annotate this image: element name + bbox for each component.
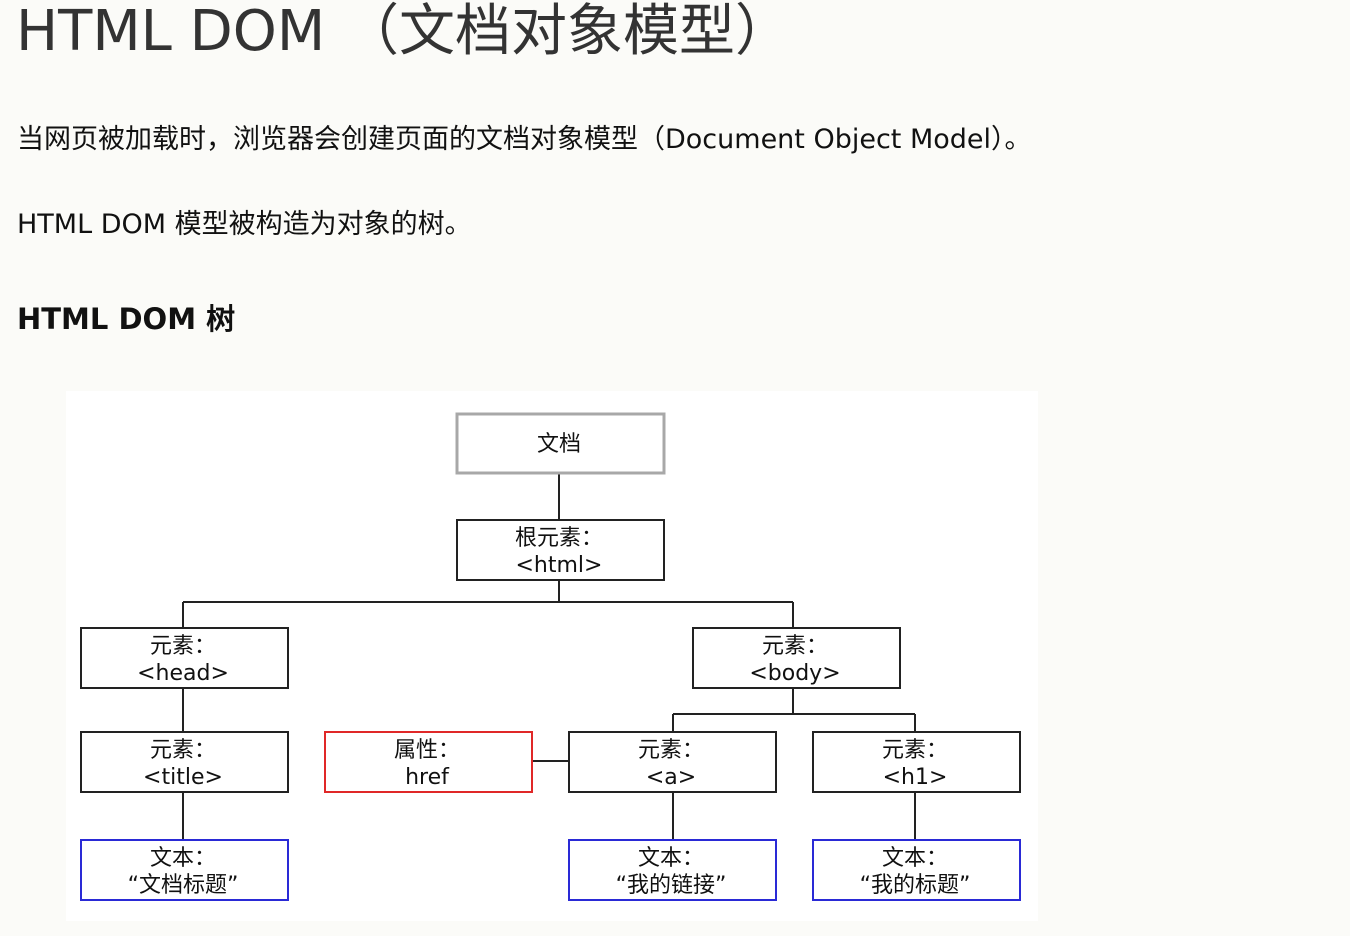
node-text-link: 文本： “我的链接”	[568, 839, 777, 901]
node-text-heading-line1: 文本：	[882, 846, 948, 871]
node-head-line2: <head>	[137, 661, 229, 686]
node-body-line2: <body>	[749, 661, 840, 686]
tree-description-paragraph: HTML DOM 模型被构造为对象的树。	[17, 209, 472, 240]
section-heading: HTML DOM 树	[17, 302, 236, 336]
node-a-line2: <a>	[646, 765, 696, 790]
node-text-title-line1: 文本：	[150, 846, 216, 871]
node-text-link-line2: “我的链接”	[616, 873, 727, 898]
intro-paragraph: 当网页被加载时，浏览器会创建页面的文档对象模型（Document Object …	[17, 124, 1032, 155]
node-text-heading: 文本： “我的标题”	[812, 839, 1021, 901]
node-document: 文档	[455, 412, 666, 475]
node-attribute-href: 属性： href	[324, 731, 533, 793]
dom-tree-svg: 文档 根元素： <html> 元素： <head> 元素： <body> 元素：…	[80, 412, 1021, 901]
node-attribute-line1: 属性：	[394, 738, 460, 763]
node-text-heading-line2: “我的标题”	[860, 873, 971, 898]
node-root-line2: <html>	[516, 553, 603, 578]
node-h1-line1: 元素：	[882, 738, 948, 763]
node-title-line1: 元素：	[150, 738, 216, 763]
node-a: 元素： <a>	[568, 731, 777, 793]
node-root-line1: 根元素：	[515, 526, 603, 551]
node-title: 元素： <title>	[80, 731, 289, 793]
node-a-line1: 元素：	[638, 738, 704, 763]
node-h1: 元素： <h1>	[812, 731, 1021, 793]
node-head: 元素： <head>	[80, 627, 289, 689]
node-text-link-line1: 文本：	[638, 846, 704, 871]
tree-connectors	[182, 473, 916, 840]
node-text-title-line2: “文档标题”	[128, 873, 239, 898]
node-head-line1: 元素：	[150, 634, 216, 659]
node-h1-line2: <h1>	[883, 765, 948, 790]
node-body: 元素： <body>	[692, 627, 901, 689]
dom-tree-diagram: 文档 根元素： <html> 元素： <head> 元素： <body> 元素：…	[66, 391, 1038, 921]
node-body-line1: 元素：	[762, 634, 828, 659]
node-document-label: 文档	[537, 432, 581, 457]
page-title: HTML DOM （文档对象模型）	[16, 0, 791, 64]
node-root-html: 根元素： <html>	[456, 519, 665, 581]
node-title-line2: <title>	[143, 765, 223, 790]
node-text-title: 文本： “文档标题”	[80, 839, 289, 901]
node-attribute-line2: href	[405, 765, 450, 790]
